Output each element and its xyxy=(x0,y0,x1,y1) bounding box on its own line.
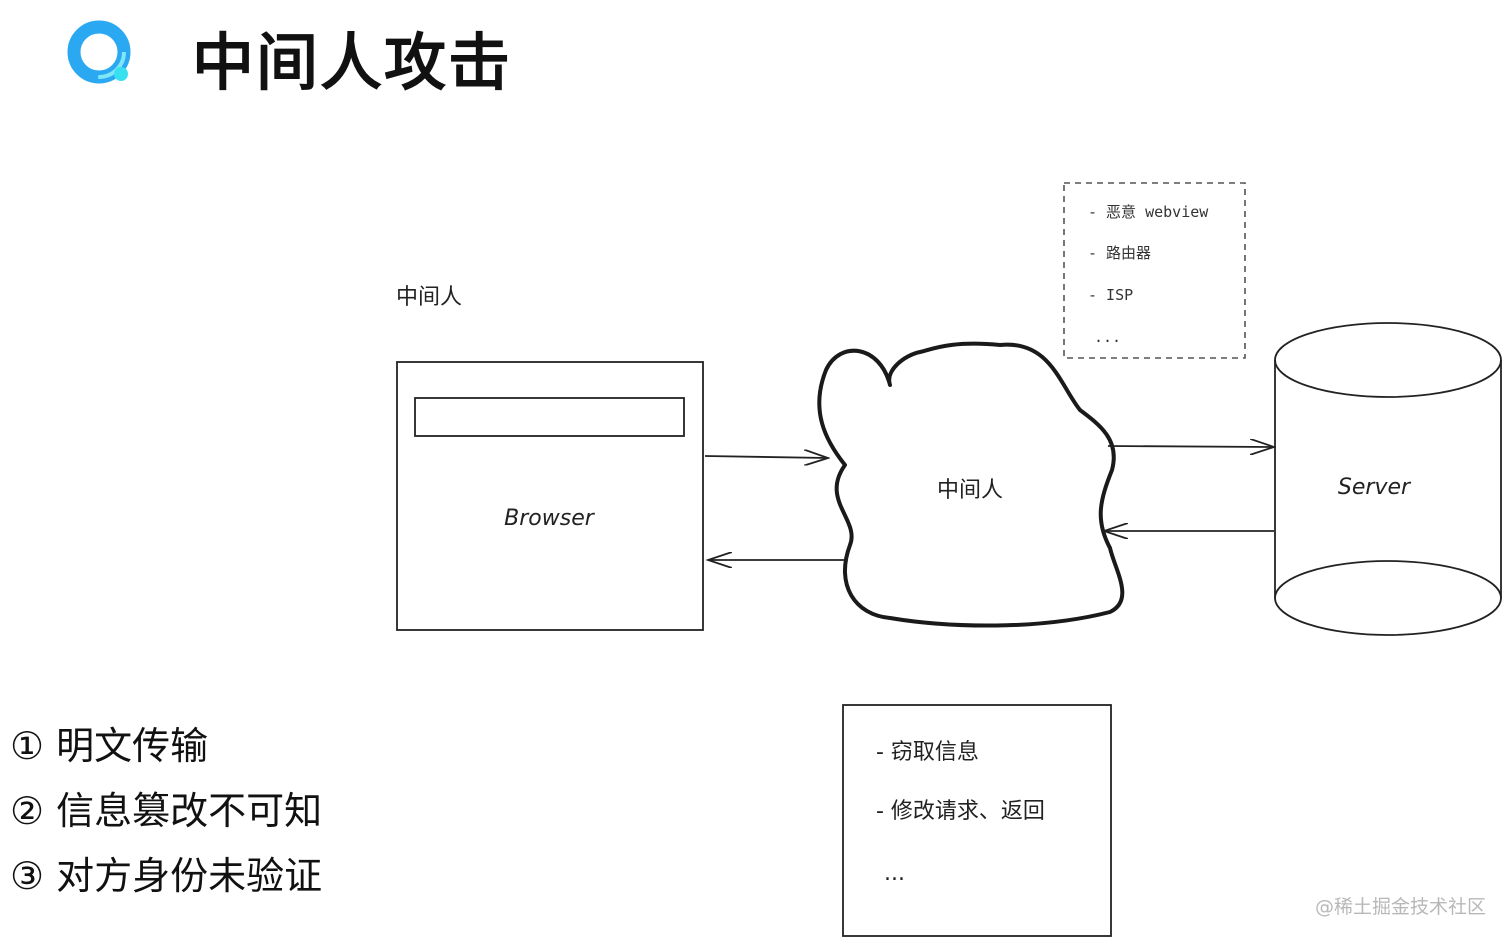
reasons-list: ① 明文传输 ② 信息篡改不可知 ③ 对方身份未验证 xyxy=(10,714,322,909)
cloud-label: 中间人 xyxy=(937,478,1003,503)
reason-item: ② 信息篡改不可知 xyxy=(10,789,323,833)
reason-item: ① 明文传输 xyxy=(10,724,209,768)
server-cylinder: Server xyxy=(1274,322,1502,636)
mitm-top-label: 中间人 xyxy=(396,285,462,310)
action-item: - 修改请求、返回 xyxy=(876,799,1045,824)
browser-window: Browser xyxy=(396,361,704,631)
actions-box: - 窃取信息 - 修改请求、返回 ... xyxy=(842,704,1112,937)
arrow-browser-to-mitm xyxy=(704,456,828,458)
mitm-cloud: 中间人 xyxy=(817,341,1125,628)
action-item: ... xyxy=(884,861,905,886)
attacker-item: - 路由器 xyxy=(1088,244,1151,262)
browser-label: Browser xyxy=(504,506,596,531)
attackers-box: - 恶意 webview - 路由器 - ISP ... xyxy=(1063,182,1246,359)
attacker-item: - 恶意 webview xyxy=(1088,203,1209,221)
page-title: 中间人攻击 xyxy=(192,26,513,99)
attacker-item: - ISP xyxy=(1088,286,1133,304)
reason-item: ③ 对方身份未验证 xyxy=(10,854,323,898)
arrow-mitm-to-server xyxy=(1107,446,1274,447)
q-logo-icon xyxy=(67,20,131,84)
browser-address-bar xyxy=(414,397,685,437)
watermark: @稀土掘金技术社区 xyxy=(1314,896,1486,918)
action-item: - 窃取信息 xyxy=(876,740,979,765)
browser-frame xyxy=(396,361,704,631)
server-label: Server xyxy=(1338,475,1412,500)
attacker-item: ... xyxy=(1094,328,1121,346)
